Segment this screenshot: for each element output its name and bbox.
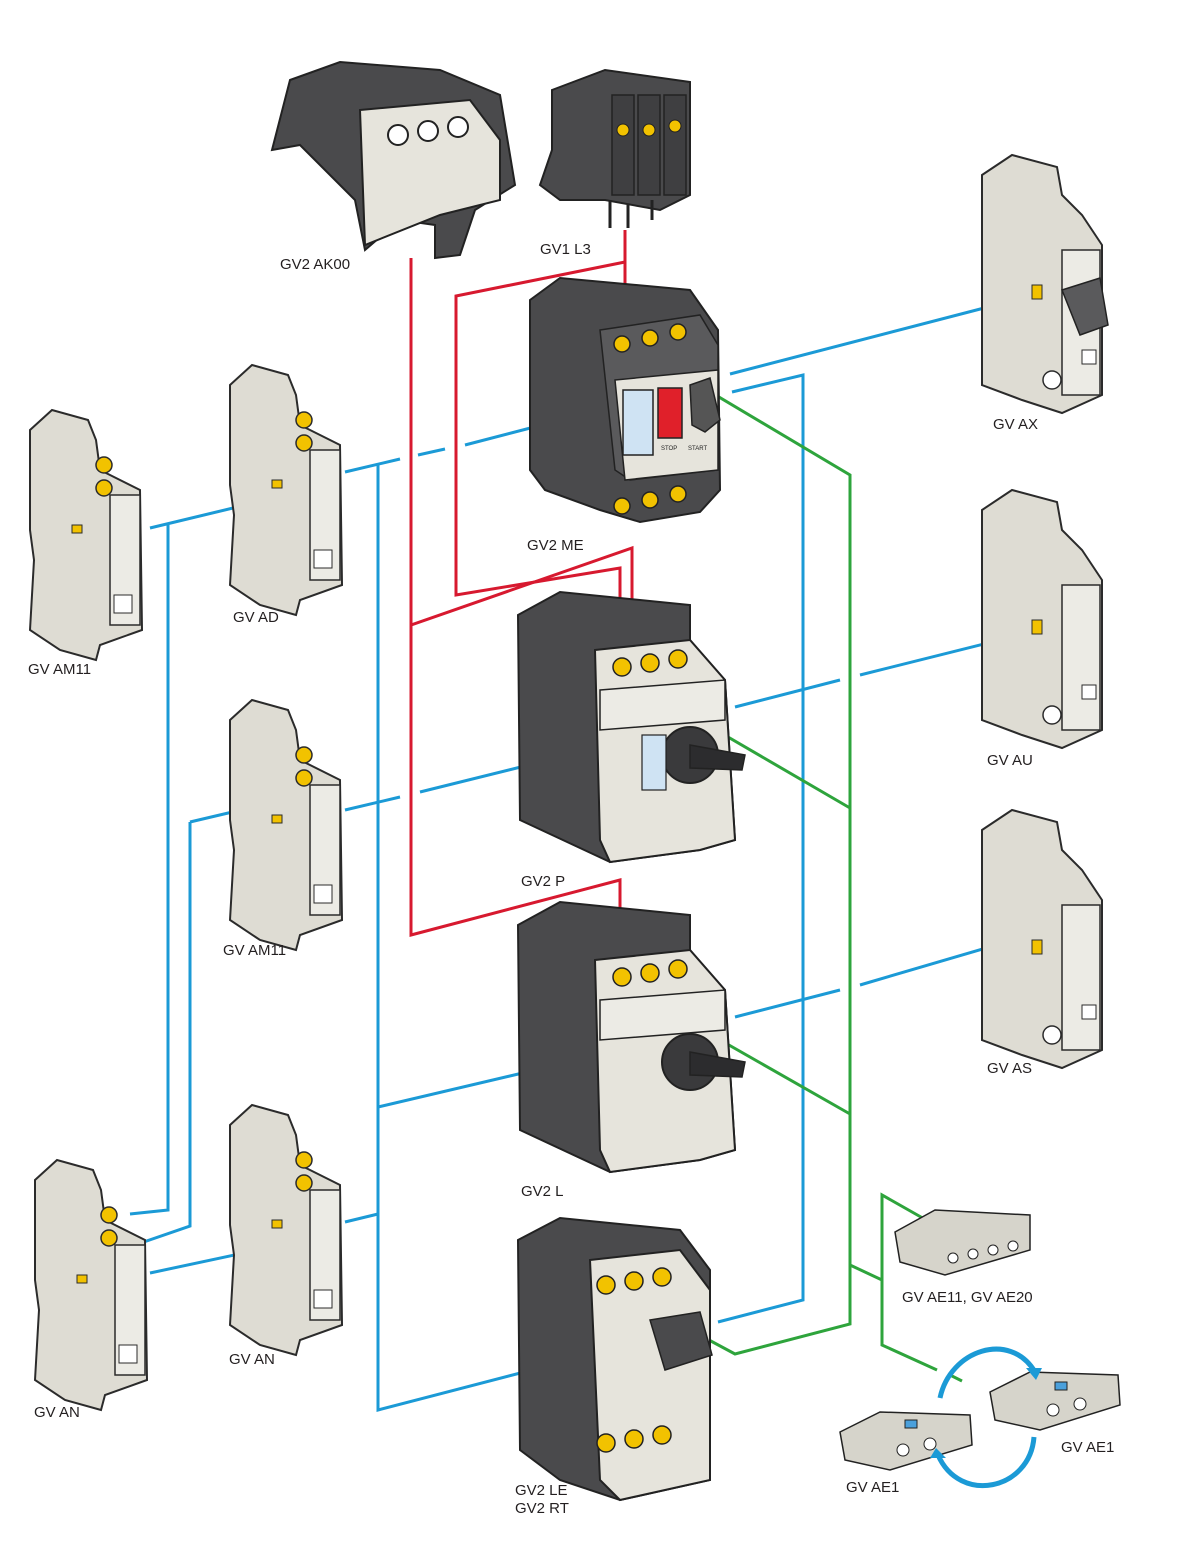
label-gvad: GV AD: [233, 609, 279, 626]
label-gv2rt: GV2 RT: [515, 1500, 569, 1517]
gvae1-device-a[interactable]: [839, 1411, 973, 1471]
label-gvae1-a: GV AE1: [846, 1479, 900, 1496]
gv2le-device[interactable]: [516, 1216, 713, 1502]
gvae11-device[interactable]: [894, 1209, 1031, 1276]
gvae1-device-b[interactable]: [989, 1371, 1121, 1431]
link-gv2p-gvau-a: [734, 678, 841, 709]
bus-left-a: [129, 523, 170, 1216]
label-gv2p: GV2 P: [521, 873, 566, 890]
gvam11-device-b[interactable]: [229, 699, 343, 951]
label-gvae1-b: GV AE1: [1061, 1439, 1115, 1456]
gv2p-device[interactable]: [516, 590, 746, 864]
gvad-device[interactable]: [229, 364, 343, 616]
label-gv2le: GV2 LE: [515, 1482, 568, 1499]
gv2me-device[interactable]: [529, 276, 722, 524]
bus-left-c: [134, 822, 192, 1247]
gv2me-start-label: START: [688, 446, 707, 452]
link-bus-gvan: [344, 1212, 379, 1224]
label-gvau: GV AU: [987, 752, 1033, 769]
link-front-gvae: [849, 1192, 936, 1283]
link-gv2me-bus-right: [717, 373, 805, 1324]
rotation-arrows-icon: [930, 1346, 1042, 1489]
link-gv2me-gvax: [729, 298, 1016, 376]
label-gvan-a: GV AN: [34, 1404, 80, 1421]
label-gv1l3: GV1 L3: [540, 241, 591, 258]
bus-left-b: [376, 465, 556, 1412]
link-gv2ak00-gv2p: [409, 258, 634, 640]
gv2l-device[interactable]: [516, 900, 746, 1174]
gv1l3-device[interactable]: [538, 68, 691, 228]
link-gvad-gv2me-b: [417, 447, 446, 457]
link-bus-gv2p: [344, 795, 401, 812]
label-gvam11-b: GV AM11: [223, 942, 287, 959]
gvam11-device-a[interactable]: [29, 409, 143, 661]
label-gv2ak00: GV2 AK00: [280, 256, 351, 273]
label-gvan-b: GV AN: [229, 1351, 275, 1368]
link-gvad-gv2me: [344, 457, 401, 474]
gvau-device[interactable]: [981, 489, 1103, 749]
label-gv2me: GV2 ME: [527, 537, 584, 554]
gv2ak00-device[interactable]: [270, 60, 517, 260]
label-gv2l: GV2 L: [521, 1183, 564, 1200]
gv2me-stop-label: STOP: [661, 446, 677, 452]
link-gv2l-gvas-a: [734, 988, 841, 1019]
label-gvas: GV AS: [987, 1060, 1033, 1077]
gvax-lever: [1061, 277, 1109, 336]
gvan-device-b[interactable]: [229, 1104, 343, 1356]
link-front-gvae1: [880, 1280, 938, 1372]
label-gvam11-a: GV AM11: [28, 661, 92, 678]
label-gvax: GV AX: [993, 416, 1039, 433]
gvas-device[interactable]: [981, 809, 1103, 1069]
link-gv1l3-gv2p: [454, 260, 626, 640]
label-gvae11: GV AE11, GV AE20: [902, 1289, 1033, 1306]
gvan-device-a[interactable]: [34, 1159, 148, 1411]
